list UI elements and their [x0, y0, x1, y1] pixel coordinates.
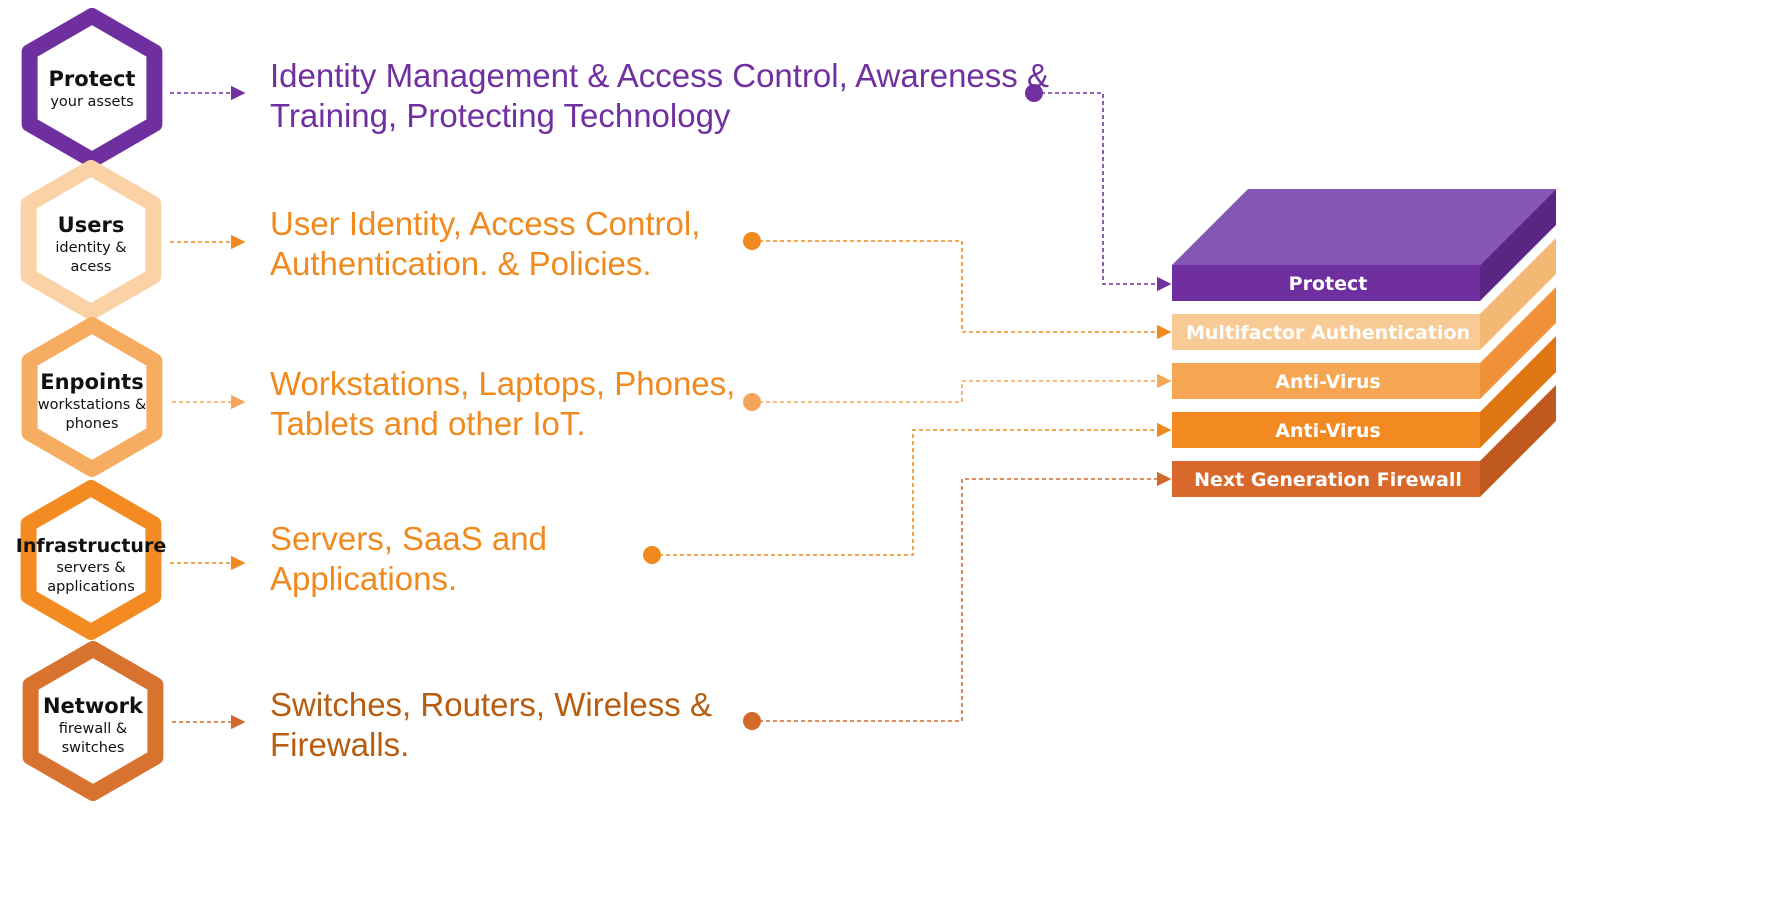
description-text: User Identity, Access Control,Authentica…	[270, 204, 700, 284]
stack-layer-side	[1480, 238, 1556, 350]
connector-dot	[643, 546, 661, 564]
stack-layer-label: Multifactor Authentication	[1186, 322, 1470, 344]
description-text: Switches, Routers, Wireless &Firewalls.	[270, 685, 712, 765]
stack-layer-front	[1172, 412, 1480, 448]
hexagon-protect: Protect your assets	[21, 8, 163, 168]
description-line: Servers, SaaS and	[270, 520, 547, 557]
stack-layer: Protect	[1172, 189, 1556, 301]
hexagon-title: Enpoints	[40, 370, 143, 394]
connector-line	[752, 471, 1172, 722]
hexagon-subtitle: switches	[62, 740, 125, 756]
stack-layer-front	[1172, 461, 1480, 497]
stack-layer-label: Next Generation Firewall	[1194, 469, 1462, 491]
stack-layer-front	[1172, 314, 1480, 350]
hexagon-shape	[22, 641, 164, 801]
description-line: Applications.	[270, 560, 458, 597]
description-line: Firewalls.	[270, 726, 410, 763]
hexagon-users: Users identity & acess	[20, 160, 162, 320]
stack-layer: Multifactor Authentication	[1172, 238, 1556, 350]
stack-layer-label: Anti-Virus	[1275, 371, 1380, 393]
stack-layer-label: Protect	[1289, 273, 1368, 295]
stack-layer-side	[1480, 287, 1556, 399]
hexagon-subtitle: acess	[71, 259, 112, 275]
stack-layer-side	[1480, 189, 1556, 301]
description-line: Training, Protecting Technology	[270, 97, 731, 134]
connector-line	[752, 240, 1172, 340]
hexagon-enpoints: Enpoints workstations & phones	[21, 317, 163, 477]
hexagon-title: Users	[58, 213, 125, 237]
hexagon-subtitle: identity &	[55, 240, 126, 256]
description-line: Identity Management & Access Control, Aw…	[270, 57, 1049, 94]
hexagon-subtitle: phones	[66, 416, 119, 432]
description-text: Identity Management & Access Control, Aw…	[270, 56, 1049, 136]
description-text: Workstations, Laptops, Phones,Tablets an…	[270, 364, 735, 444]
description-line: Tablets and other IoT.	[270, 405, 586, 442]
stack-layer: Anti-Virus	[1172, 336, 1556, 448]
stack-layer-front	[1172, 363, 1480, 399]
hexagon-shape	[20, 160, 162, 320]
hexagon-subtitle: servers &	[56, 560, 125, 576]
connector-dot	[1025, 84, 1043, 102]
connector-dot	[743, 393, 761, 411]
hexagon-shape	[21, 317, 163, 477]
hexagon-subtitle: workstations &	[38, 397, 146, 413]
stack-layer-side	[1480, 385, 1556, 497]
hexagon-shape	[20, 480, 162, 640]
connector-line	[652, 422, 1172, 556]
hexagon-subtitle: applications	[47, 579, 135, 595]
hexagon-subtitle: your assets	[50, 94, 133, 110]
hexagon-subtitle: firewall &	[59, 721, 127, 737]
stack-layer-side	[1480, 336, 1556, 448]
description-line: Workstations, Laptops, Phones,	[270, 365, 736, 402]
hexagon-title: Network	[43, 694, 144, 718]
connector-line	[752, 373, 1172, 403]
hexagon-shape	[21, 8, 163, 168]
stack-layer: Anti-Virus	[1172, 287, 1556, 399]
connector-dot	[743, 712, 761, 730]
hexagon-infrastructure: Infrastructure servers & applications	[16, 480, 166, 640]
stack-layer-front	[1172, 265, 1480, 301]
stack-layer: Next Generation Firewall	[1172, 385, 1556, 497]
stack-layer-label: Anti-Virus	[1275, 420, 1380, 442]
hexagon-network: Network firewall & switches	[22, 641, 164, 801]
hexagon-title: Protect	[49, 67, 136, 91]
description-line: User Identity, Access Control,	[270, 205, 701, 242]
stack-top-face	[1172, 189, 1556, 265]
connector-line	[1034, 92, 1172, 292]
description-line: Authentication. & Policies.	[270, 245, 652, 282]
hexagon-title: Infrastructure	[16, 535, 166, 557]
connector-dot	[743, 232, 761, 250]
description-line: Switches, Routers, Wireless &	[270, 686, 712, 723]
